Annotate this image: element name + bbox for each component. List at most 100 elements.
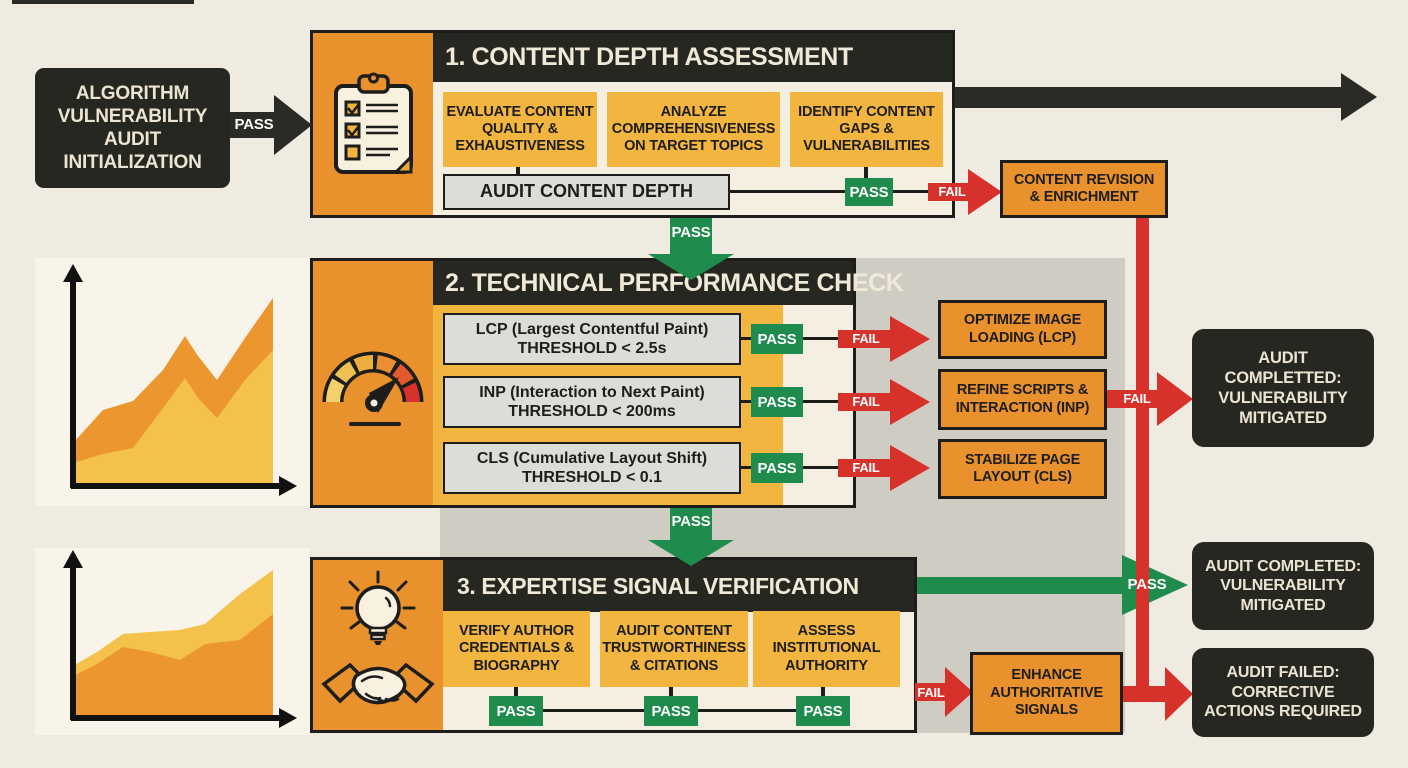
fail-arrow-lcp-shaft — [838, 330, 890, 348]
stage1-stem-1 — [516, 167, 520, 175]
outcome-failed-label: AUDIT FAILED: CORRECTIVE ACTIONS REQUIRE… — [1204, 664, 1362, 721]
stage3-connector-1 — [543, 709, 644, 712]
stage3-title: 3. EXPERTISE SIGNAL VERIFICATION — [457, 572, 859, 599]
stage3-task-2: AUDIT CONTENT TRUSTWORTHINESS & CITATION… — [600, 611, 748, 687]
enhance-signals-node: ENHANCE AUTHORITATIVE SIGNALS — [970, 652, 1123, 735]
stage2-connector-cls-a — [741, 466, 751, 469]
start-node-label: ALGORITHM VULNERABILITY AUDIT INITIALIZA… — [57, 82, 208, 174]
fail-path-vline — [1136, 216, 1149, 702]
clipboard-checklist-icon — [333, 72, 413, 174]
top-edge-strip — [12, 0, 194, 4]
stage2-fail-outcome-arrow-label: FAIL — [1123, 391, 1151, 406]
stage1-fail-arrow-shaft — [928, 183, 968, 201]
stage1-title: 1. CONTENT DEPTH ASSESSMENT — [445, 43, 853, 71]
growth-chart-panel-bottom — [35, 548, 310, 735]
stage3-panel: 3. EXPERTISE SIGNAL VERIFICATION VERIFY … — [310, 557, 917, 733]
remediation-inp-node: REFINE SCRIPTS & INTERACTION (INP) — [938, 369, 1107, 430]
stage1-panel: 1. CONTENT DEPTH ASSESSMENT EVALUATE CON… — [310, 30, 955, 218]
stage3-pass-badge-1: PASS — [489, 696, 543, 726]
stage2-check-inp-metric: INP (Interaction to Next Paint) — [479, 383, 705, 401]
stage3-connector-2 — [698, 709, 796, 712]
area-chart-graphic-bottom — [63, 550, 297, 728]
stage2-connector-cls-b — [803, 466, 853, 469]
remediation-cls-label: STABILIZE PAGE LAYOUT (CLS) — [964, 451, 1081, 485]
pass-down-arrow-2-label: PASS — [671, 513, 711, 530]
remediation-lcp-label: OPTIMIZE IMAGE LOADING (LCP) — [963, 312, 1082, 346]
fail-arrow-lcp-label: FAIL — [852, 331, 880, 346]
stage1-pass-badge: PASS — [845, 178, 893, 206]
stage3-pass-badge-2: PASS — [644, 696, 698, 726]
stage1-task-1: EVALUATE CONTENT QUALITY & EXHAUSTIVENES… — [443, 92, 597, 167]
fail-outcome-arrow-head — [1165, 667, 1193, 721]
stage3-pass-badge-3: PASS — [796, 696, 850, 726]
stage1-connector-1 — [730, 190, 845, 193]
stage2-check-inp: INP (Interaction to Next Paint) THRESHOL… — [443, 376, 741, 428]
stage2-connector-inp-a — [741, 400, 751, 403]
stage2-check-inp-threshold: THRESHOLD < 200ms — [508, 403, 676, 420]
area-chart-graphic-top — [63, 264, 297, 496]
fail-arrow-inp-head — [890, 379, 930, 425]
stage2-pass-badge-inp: PASS — [751, 387, 803, 417]
fail-arrow-cls-label: FAIL — [852, 460, 880, 475]
stage1-sidebar — [313, 33, 433, 215]
stage3-stem-3 — [821, 687, 825, 697]
stage2-header: 2. TECHNICAL PERFORMANCE CHECK — [433, 261, 904, 305]
top-flow-arrow-head — [1341, 73, 1377, 121]
stage3-task-3: ASSESS INSTITUTIONAL AUTHORITY — [753, 611, 900, 687]
stage3-stem-1 — [514, 687, 518, 697]
start-arrow-shaft — [228, 112, 274, 138]
stage2-connector-lcp-b — [803, 337, 853, 340]
stage2-panel: 2. TECHNICAL PERFORMANCE CHECK LCP (Larg… — [310, 258, 904, 508]
speedometer-icon — [322, 351, 424, 426]
pass-down-arrow-1-shaft — [670, 218, 712, 254]
stage2-sidebar — [313, 261, 433, 505]
enhance-signals-label: ENHANCE AUTHORITATIVE SIGNALS — [990, 667, 1103, 719]
stage1-connector-2 — [893, 190, 935, 193]
stage2-check-lcp: LCP (Largest Contentful Paint) THRESHOLD… — [443, 313, 741, 365]
stage1-action-box: AUDIT CONTENT DEPTH — [443, 174, 730, 210]
top-flow-arrow-shaft — [955, 87, 1341, 108]
stage1-fail-arrow-head — [968, 169, 1002, 215]
stage3-pass-arrow-label: PASS — [1127, 576, 1167, 593]
stage3-fail-arrow-head — [945, 667, 973, 717]
stage2-pass-badge-cls: PASS — [751, 453, 803, 483]
pass-down-arrow-2-shaft — [670, 508, 712, 540]
stage3-header: 3. EXPERTISE SIGNAL VERIFICATION — [443, 560, 914, 612]
stage2-check-lcp-threshold: THRESHOLD < 2.5s — [517, 340, 667, 357]
outcome-mitigated-top-label: AUDIT COMPLETTED: VULNERABILITY MITIGATE… — [1218, 348, 1348, 428]
fail-arrow-cls-shaft — [838, 459, 890, 477]
stage1-stem-3 — [864, 167, 868, 179]
stage3-stem-2 — [669, 687, 673, 697]
stage3-fail-arrow-shaft — [915, 683, 945, 701]
remediation-inp-label: REFINE SCRIPTS & INTERACTION (INP) — [955, 382, 1090, 416]
start-arrow-label: PASS — [234, 116, 274, 133]
stage2-check-lcp-metric: LCP (Largest Contentful Paint) — [475, 320, 709, 338]
stage3-task-1: VERIFY AUTHOR CREDENTIALS & BIOGRAPHY — [443, 611, 590, 687]
stage3-fail-arrow-label: FAIL — [917, 685, 945, 700]
outcome-mitigated-node-top: AUDIT COMPLETTED: VULNERABILITY MITIGATE… — [1192, 329, 1374, 447]
stage2-fail-outcome-arrow-head — [1157, 372, 1193, 426]
outcome-failed-node: AUDIT FAILED: CORRECTIVE ACTIONS REQUIRE… — [1192, 648, 1374, 737]
stage3-pass-arrow-head — [1122, 555, 1188, 615]
fail-arrow-inp-shaft — [838, 393, 890, 411]
stage2-connector-inp-b — [803, 400, 853, 403]
outcome-mitigated-bottom-label: AUDIT COMPLETED: VULNERABILITY MITIGATED — [1205, 557, 1361, 614]
stage1-header: 1. CONTENT DEPTH ASSESSMENT — [433, 33, 952, 82]
start-arrow-head — [274, 95, 312, 155]
stage3-pass-arrow-shaft — [917, 577, 1122, 594]
fail-arrow-cls-head — [890, 445, 930, 491]
stage1-action-label: AUDIT CONTENT DEPTH — [480, 181, 693, 202]
stage2-check-cls: CLS (Cumulative Layout Shift) THRESHOLD … — [443, 442, 741, 494]
stage1-task-3: IDENTIFY CONTENT GAPS & VULNERABILITIES — [790, 92, 943, 167]
start-node: ALGORITHM VULNERABILITY AUDIT INITIALIZA… — [35, 68, 230, 188]
stage1-task-2: ANALYZE COMPREHENSIVENESS ON TARGET TOPI… — [607, 92, 780, 167]
stage2-check-cls-threshold: THRESHOLD < 0.1 — [521, 469, 663, 486]
growth-chart-panel-top — [35, 258, 310, 506]
pass-down-arrow-1-label: PASS — [671, 224, 711, 241]
pass-down-arrow-2-head — [648, 540, 734, 566]
stage1-fail-arrow-label: FAIL — [938, 184, 966, 199]
remediation-lcp-node: OPTIMIZE IMAGE LOADING (LCP) — [938, 300, 1107, 359]
stage2-check-cls-metric: CLS (Cumulative Layout Shift) — [476, 449, 708, 467]
stage2-pass-badge-lcp: PASS — [751, 324, 803, 354]
lightbulb-handshake-icon — [321, 570, 435, 705]
